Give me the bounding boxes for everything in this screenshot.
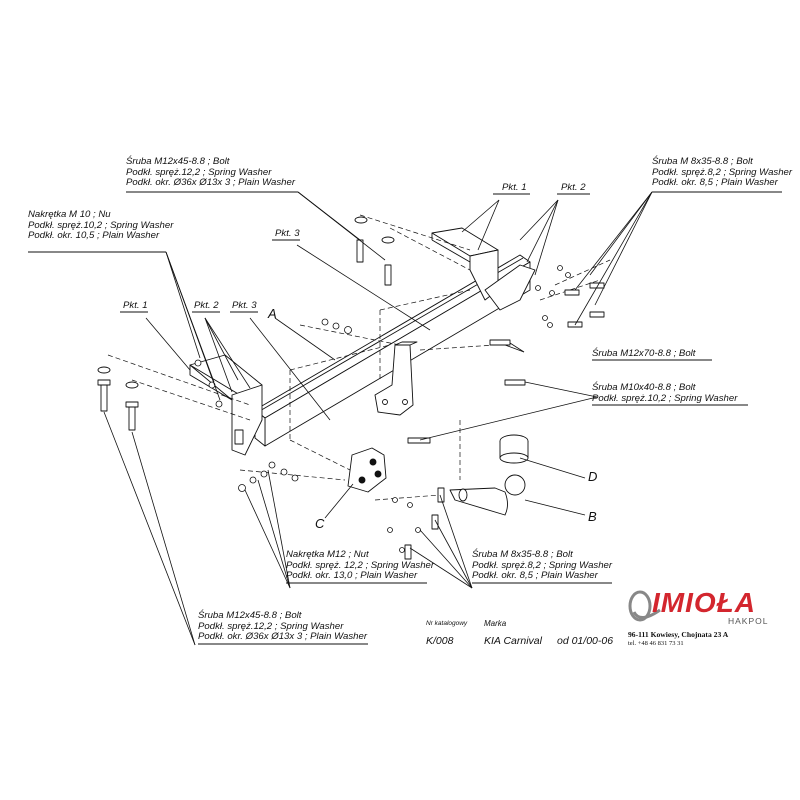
label-bottom-left-bolt: Śruba M12x45-8.8 ; Bolt Podkł. spręż.12,… [198, 610, 368, 643]
logo-text: IMIOŁA [652, 587, 756, 618]
point-label-pkt2-top: Pkt. 2 [561, 182, 586, 193]
company-logo: IMIOŁA HAKPOL [628, 583, 793, 628]
point-label-pkt2-left: Pkt. 2 [194, 300, 219, 311]
label-line: Podkł. okr. 10,5 ; Plain Washer [28, 230, 160, 242]
point-label-pkt1-left: Pkt. 1 [123, 300, 148, 311]
label-line: Podkł. okr. 8,5 ; Plain Washer [472, 570, 598, 582]
label-line: Nakrętka M12 ; Nut [286, 549, 369, 560]
label-top-left-bolt: Śruba M12x45-8.8 ; Bolt Podkł. spręż.12,… [126, 156, 296, 189]
tow-ball [449, 434, 529, 516]
label-line: Śruba M12x45-8.8 ; Bolt [198, 610, 302, 621]
label-line: Śruba M10x40-8.8 ; Bolt [592, 382, 696, 393]
point-label-pkt3-top: Pkt. 3 [275, 228, 300, 239]
label-line: Podkł. okr. 13,0 ; Plain Washer [286, 570, 418, 582]
socket-plate [347, 447, 387, 493]
point-label-pkt3-left: Pkt. 3 [232, 300, 257, 311]
label-bottom-right-bolt: Śruba M 8x35-8.8 ; Bolt Podkł. spręż.8,2… [472, 549, 613, 582]
catalog-value: K/008 [426, 635, 454, 647]
label-line: Śruba M 8x35-8.8 ; Bolt [472, 549, 573, 560]
label-line: Podkł. spręż. 12,2 ; Spring Washer [286, 559, 435, 571]
label-line: Śruba M 8x35-8.8 ; Bolt [652, 156, 753, 167]
label-line: Podkł. spręż.8,2 ; Spring Washer [652, 166, 793, 178]
label-line: Podkł. okr. Ø36x Ø13x 3 ; Plain Washer [126, 177, 296, 189]
washers [194, 265, 571, 553]
point-label-pkt1-top: Pkt. 1 [502, 182, 527, 193]
logo-subtitle: HAKPOL [728, 616, 769, 626]
label-line: Śruba M12x45-8.8 ; Bolt [126, 156, 230, 167]
label-line: Podkł. spręż.10,2 ; Spring Washer [592, 392, 738, 404]
brand-label: Marka [484, 619, 507, 628]
part-letter-a: A [268, 306, 277, 321]
part-letter-b: B [588, 509, 597, 524]
date-value: od 01/00-06 [557, 635, 614, 647]
part-letter-c: C [315, 516, 325, 531]
center-plate [374, 344, 414, 416]
label-line: Podkł. spręż.8,2 ; Spring Washer [472, 559, 613, 571]
part-letter-d: D [588, 469, 598, 484]
label-line: Śruba M12x70-8.8 ; Bolt [592, 348, 696, 359]
label-bolt-m10x40: Śruba M10x40-8.8 ; Bolt Podkł. spręż.10,… [592, 382, 738, 404]
logo-swoosh [628, 590, 661, 622]
label-top-right-bolt: Śruba M 8x35-8.8 ; Bolt Podkł. spręż.8,2… [652, 156, 793, 189]
brand-value: KIA Carnival [484, 635, 542, 647]
label-line: Nakrętka M 10 ; Nu [28, 209, 111, 220]
catalog-label: Nr katalogowy [426, 620, 468, 627]
label-nut-m10: Nakrętka M 10 ; Nu Podkł. spręż.10,2 ; S… [28, 209, 174, 242]
label-line: Podkł. spręż.10,2 ; Spring Washer [28, 219, 174, 231]
company-address: 96-111 Kowiesy, Chojnata 23 A [628, 630, 729, 639]
label-line: Podkł. spręż.12,2 ; Spring Washer [126, 166, 272, 178]
label-line: Podkł. okr. 8,5 ; Plain Washer [652, 177, 778, 189]
label-line: Podkł. okr. Ø36x Ø13x 3 ; Plain Washer [198, 631, 368, 643]
company-phone: tel. +48 46 831 73 31 [628, 640, 684, 647]
label-nut-m12: Nakrętka M12 ; Nut Podkł. spręż. 12,2 ; … [286, 549, 435, 582]
label-line: Podkł. spręż.12,2 ; Spring Washer [198, 620, 344, 632]
label-bolt-m12x70: Śruba M12x70-8.8 ; Bolt [592, 348, 696, 360]
